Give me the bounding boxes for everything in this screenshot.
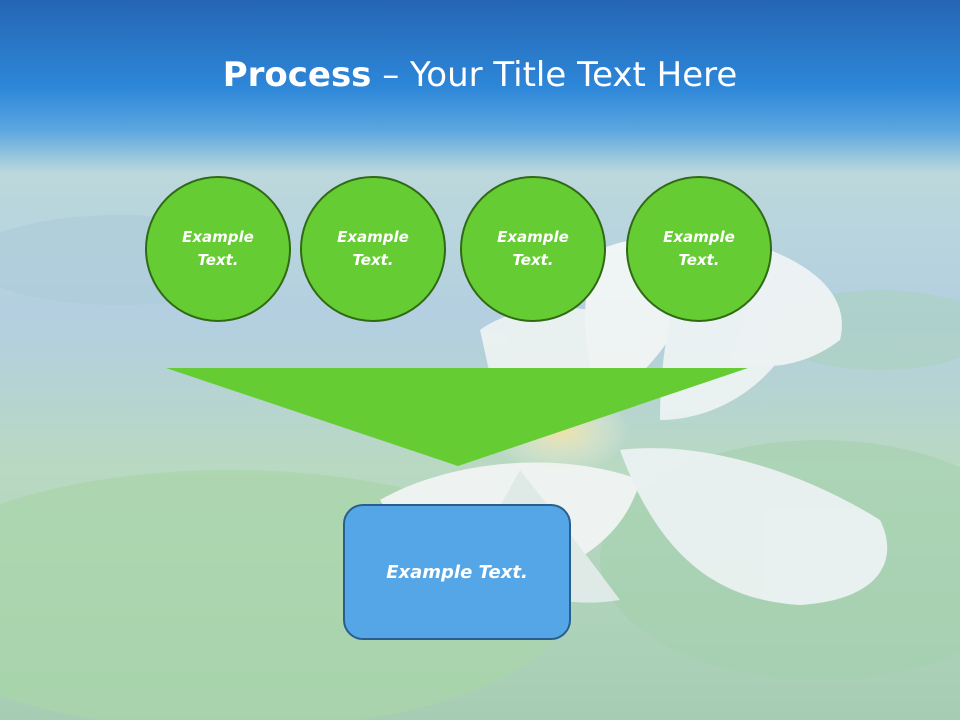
step-circle: Example Text. — [145, 176, 291, 322]
step-text: Example Text. — [663, 228, 735, 269]
step-text: Example Text. — [337, 228, 409, 269]
funnel-triangle — [166, 368, 748, 466]
step-circle: Example Text. — [460, 176, 606, 322]
step-text: Example Text. — [497, 228, 569, 269]
title-rest: – Your Title Text Here — [371, 55, 738, 95]
title-bold: Process — [222, 55, 372, 95]
step-circle: Example Text. — [626, 176, 772, 322]
slide-title: Process – Your Title Text Here — [0, 52, 960, 98]
step-text: Example Text. — [182, 228, 254, 269]
result-box: Example Text. — [343, 504, 571, 640]
result-text: Example Text. — [386, 561, 528, 583]
step-circle: Example Text. — [300, 176, 446, 322]
